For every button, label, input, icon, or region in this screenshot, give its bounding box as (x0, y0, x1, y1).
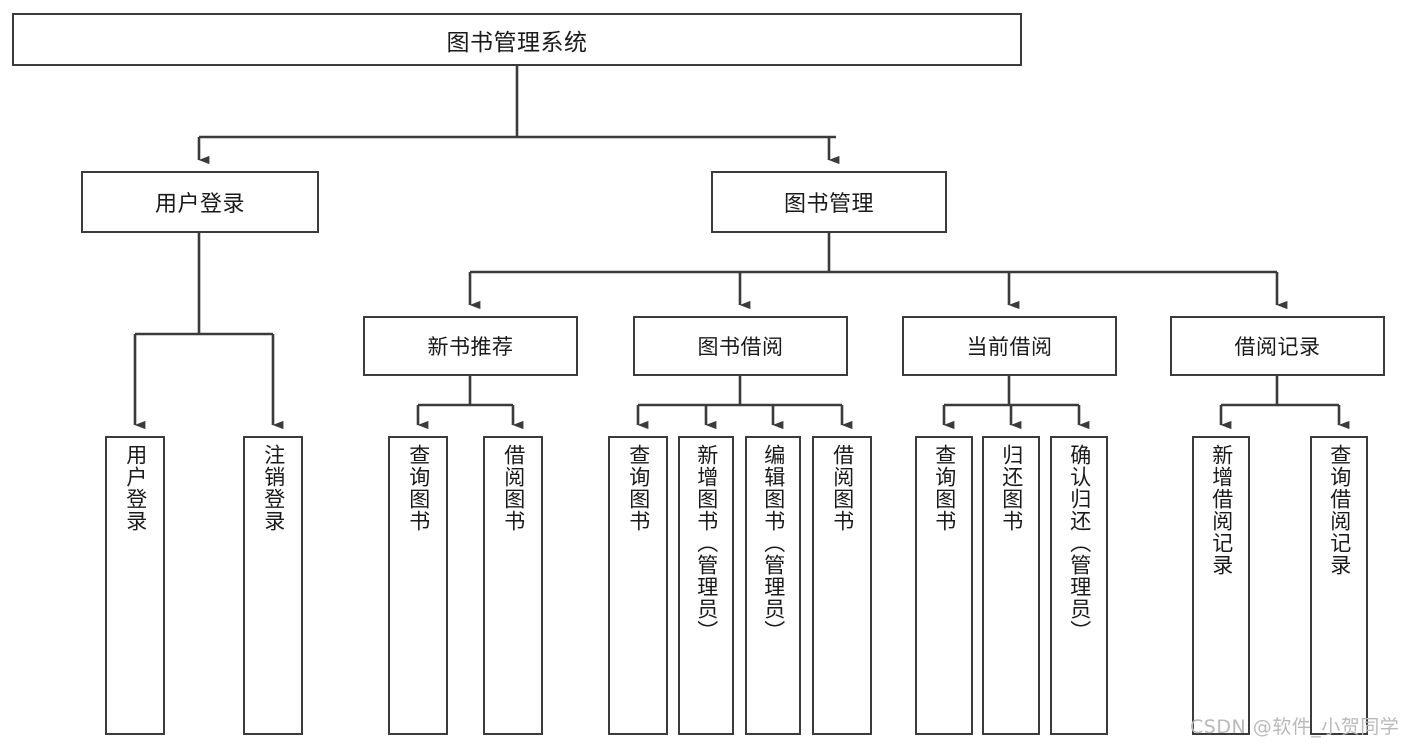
leaf-edit-book-admin[interactable]: 编辑图书（管理员） (745, 436, 801, 735)
node-user-login[interactable]: 用户登录 (81, 171, 319, 233)
node-label: 查询图书 (932, 444, 957, 532)
leaf-query-borrow-record[interactable]: 查询借阅记录 (1310, 436, 1368, 735)
leaf-query-book-current[interactable]: 查询图书 (915, 436, 973, 735)
node-book-management[interactable]: 图书管理 (711, 171, 947, 233)
node-label: 归还图书 (999, 444, 1024, 532)
node-label: 当前借阅 (966, 335, 1053, 359)
leaf-borrow-book[interactable]: 借阅图书 (812, 436, 872, 735)
node-label: 确认归还（管理员） (1067, 444, 1092, 642)
node-label: 新书推荐 (427, 335, 514, 359)
leaf-return-book[interactable]: 归还图书 (982, 436, 1040, 735)
leaf-borrow-book-recommend[interactable]: 借阅图书 (483, 436, 543, 735)
node-root-label: 图书管理系统 (446, 29, 588, 56)
node-label: 借阅图书 (830, 444, 855, 532)
node-root[interactable]: 图书管理系统 (12, 13, 1022, 66)
node-borrow-record[interactable]: 借阅记录 (1170, 316, 1385, 376)
watermark: CSDN @软件_小贺同学 (1190, 716, 1400, 738)
node-label: 查询借阅记录 (1327, 444, 1352, 576)
node-label: 用户登录 (154, 192, 245, 217)
node-label: 编辑图书（管理员） (761, 444, 786, 642)
node-label: 借阅图书 (501, 444, 526, 532)
leaf-add-book-admin[interactable]: 新增图书（管理员） (678, 436, 734, 735)
leaf-add-borrow-record[interactable]: 新增借阅记录 (1192, 436, 1250, 735)
node-label: 借阅记录 (1234, 335, 1321, 359)
node-label: 图书管理 (783, 192, 874, 217)
node-label: 查询图书 (406, 444, 431, 532)
leaf-query-book-recommend[interactable]: 查询图书 (388, 436, 448, 735)
node-label: 新增图书（管理员） (694, 444, 719, 642)
node-label: 图书借阅 (697, 335, 784, 359)
node-label: 用户登录 (123, 444, 148, 532)
leaf-user-login[interactable]: 用户登录 (105, 436, 165, 735)
node-new-book-recommend[interactable]: 新书推荐 (363, 316, 578, 376)
node-label: 注销登录 (261, 444, 286, 532)
leaf-query-book-borrow[interactable]: 查询图书 (608, 436, 668, 735)
leaf-confirm-return-admin[interactable]: 确认归还（管理员） (1050, 436, 1108, 735)
node-current-borrow[interactable]: 当前借阅 (902, 316, 1117, 376)
node-book-borrow[interactable]: 图书借阅 (633, 316, 848, 376)
leaf-logout-login[interactable]: 注销登录 (243, 436, 303, 735)
node-label: 新增借阅记录 (1209, 444, 1234, 576)
node-label: 查询图书 (626, 444, 651, 532)
